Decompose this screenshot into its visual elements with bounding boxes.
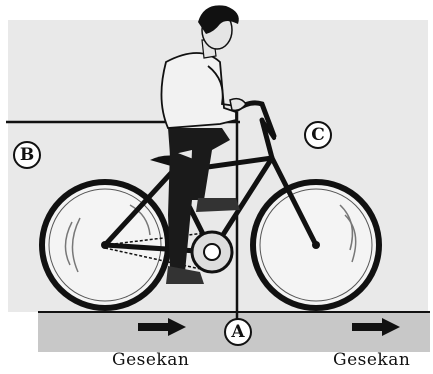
friction-arrow-left [138,318,188,336]
label-b: B [13,141,41,169]
rider-front-shoe [196,198,240,212]
label-a: A [224,318,252,346]
friction-arrow-right [352,318,402,336]
label-c: C [304,121,332,149]
friction-label-left: Gesekan [112,350,189,370]
friction-label-right: Gesekan [333,350,410,370]
